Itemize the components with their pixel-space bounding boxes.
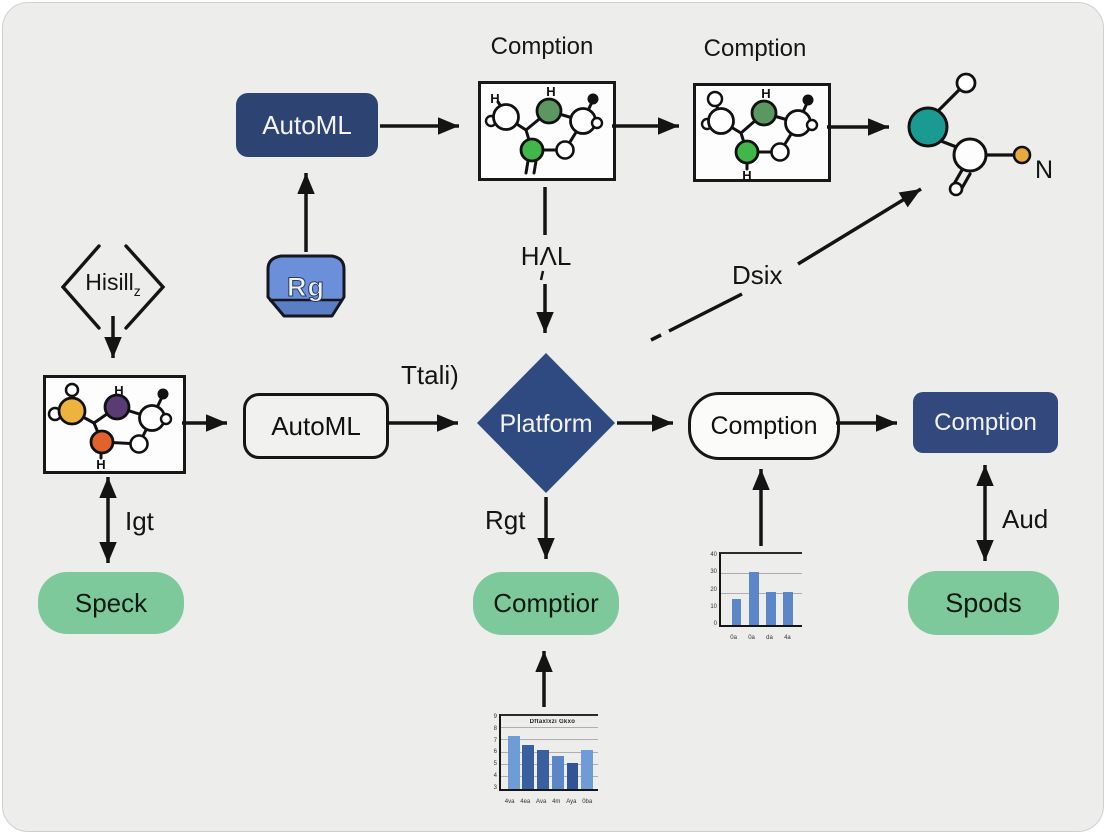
molecule-box-1 (478, 81, 616, 181)
node-comptior: Comptior (473, 572, 619, 635)
edge-label-ttali: Ttali) (401, 360, 459, 390)
node-rg-badge: Rg (266, 254, 346, 318)
node-comptior-label: Comptior (493, 588, 599, 618)
chart-bar (551, 756, 564, 789)
node-spods: Spods (908, 571, 1059, 635)
chart-bar (783, 592, 794, 625)
chart-bar (522, 745, 535, 789)
chart-bar (748, 571, 759, 625)
chart-bar (765, 592, 776, 625)
chart-bars (724, 554, 800, 625)
node-automl-top-label: AutoML (262, 109, 352, 140)
node-spods-label: Spods (945, 587, 1022, 618)
line-dsix-lower (668, 292, 743, 333)
edge-label-igt: Igt (125, 506, 154, 536)
node-hisill-subscript: z (133, 283, 141, 299)
chart-gridline (501, 739, 598, 741)
node-comption-dark-label: Comption (934, 408, 1037, 436)
node-rg-badge-label: Rg (287, 272, 325, 302)
node-automl-mid: AutoML (243, 393, 389, 459)
node-comption-pill-label: Comption (710, 411, 818, 440)
node-platform: Platform (477, 353, 615, 493)
node-comption-pill: Comption (688, 392, 840, 460)
node-platform-label: Platform (499, 410, 592, 438)
rg-badge-outline (266, 254, 346, 318)
node-hisill: Hisillz (61, 269, 165, 299)
chart-title: Dftaxlxzi Gkxo (529, 719, 576, 725)
rg-badge-base (269, 301, 343, 315)
chart-plot-area (719, 552, 802, 627)
platform-diamond-shape (477, 353, 615, 493)
caption-molecule-box-1: Comption (490, 33, 594, 60)
chart-bars (505, 716, 596, 789)
molecule-right-icon (907, 72, 1032, 197)
node-automl-mid-label: AutoML (271, 410, 361, 441)
edge-label-rgt: Rgt (485, 505, 526, 535)
edge-label-aud: Aud (1002, 504, 1049, 534)
chart-gridline (501, 763, 598, 765)
chart-bar (537, 749, 550, 789)
chart-gridline (501, 776, 598, 778)
molecule-box-2 (693, 83, 831, 182)
node-speck: Speck (38, 572, 184, 634)
dash-dsix-start (650, 333, 662, 342)
atom-label-n: N (1035, 156, 1054, 184)
chart-bar (507, 735, 520, 789)
chart-gridline (501, 726, 598, 728)
node-hisill-label: Hisill (85, 269, 134, 295)
arrow-dsix-to-molecule-right (797, 187, 922, 266)
chart-gridline (721, 592, 802, 594)
edge-label-hal: HΛL (520, 241, 572, 271)
molecule-box-left (43, 375, 186, 474)
chart-gridline (721, 572, 802, 574)
node-comption-dark: Comption (913, 392, 1058, 453)
chart-bar (581, 749, 594, 789)
chart-bar (731, 599, 742, 625)
rg-badge-body (268, 256, 344, 316)
dash-under-hal (539, 270, 545, 281)
caption-molecule-box-2: Comption (703, 35, 807, 62)
node-speck-label: Speck (74, 587, 148, 618)
chart-plot-area: Dftaxlxzi Gkxo (499, 714, 598, 791)
edge-label-dsix: Dsix (732, 260, 783, 290)
chart-gridline (501, 751, 598, 753)
node-automl-top: AutoML (236, 93, 378, 157)
chart-bar (566, 762, 579, 789)
